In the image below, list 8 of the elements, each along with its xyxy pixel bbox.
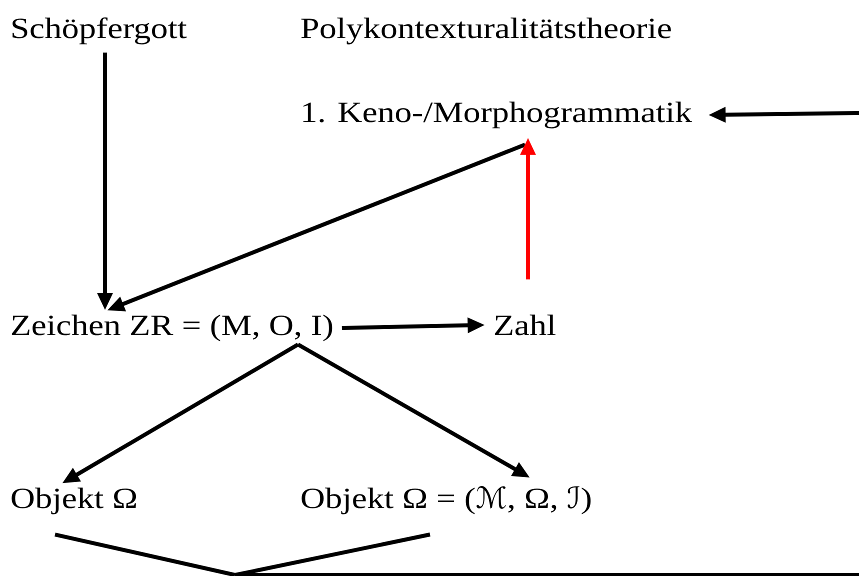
concept-label: Schöpfergott xyxy=(12,17,187,44)
concept-label: Zahl xyxy=(494,314,556,336)
concept-label: Objekt Ω = (ℳ, Ω, ℐ) xyxy=(302,486,591,514)
heading: Polykontexturalitätstheorie xyxy=(301,18,671,44)
concept-label: Zeichen ZR = (M, O, I) xyxy=(12,314,332,342)
concept-label: Objekt Ω xyxy=(12,488,136,514)
connector-line xyxy=(53,532,859,576)
concept-label: 1. Keno-/Morphogrammatik xyxy=(303,102,692,128)
